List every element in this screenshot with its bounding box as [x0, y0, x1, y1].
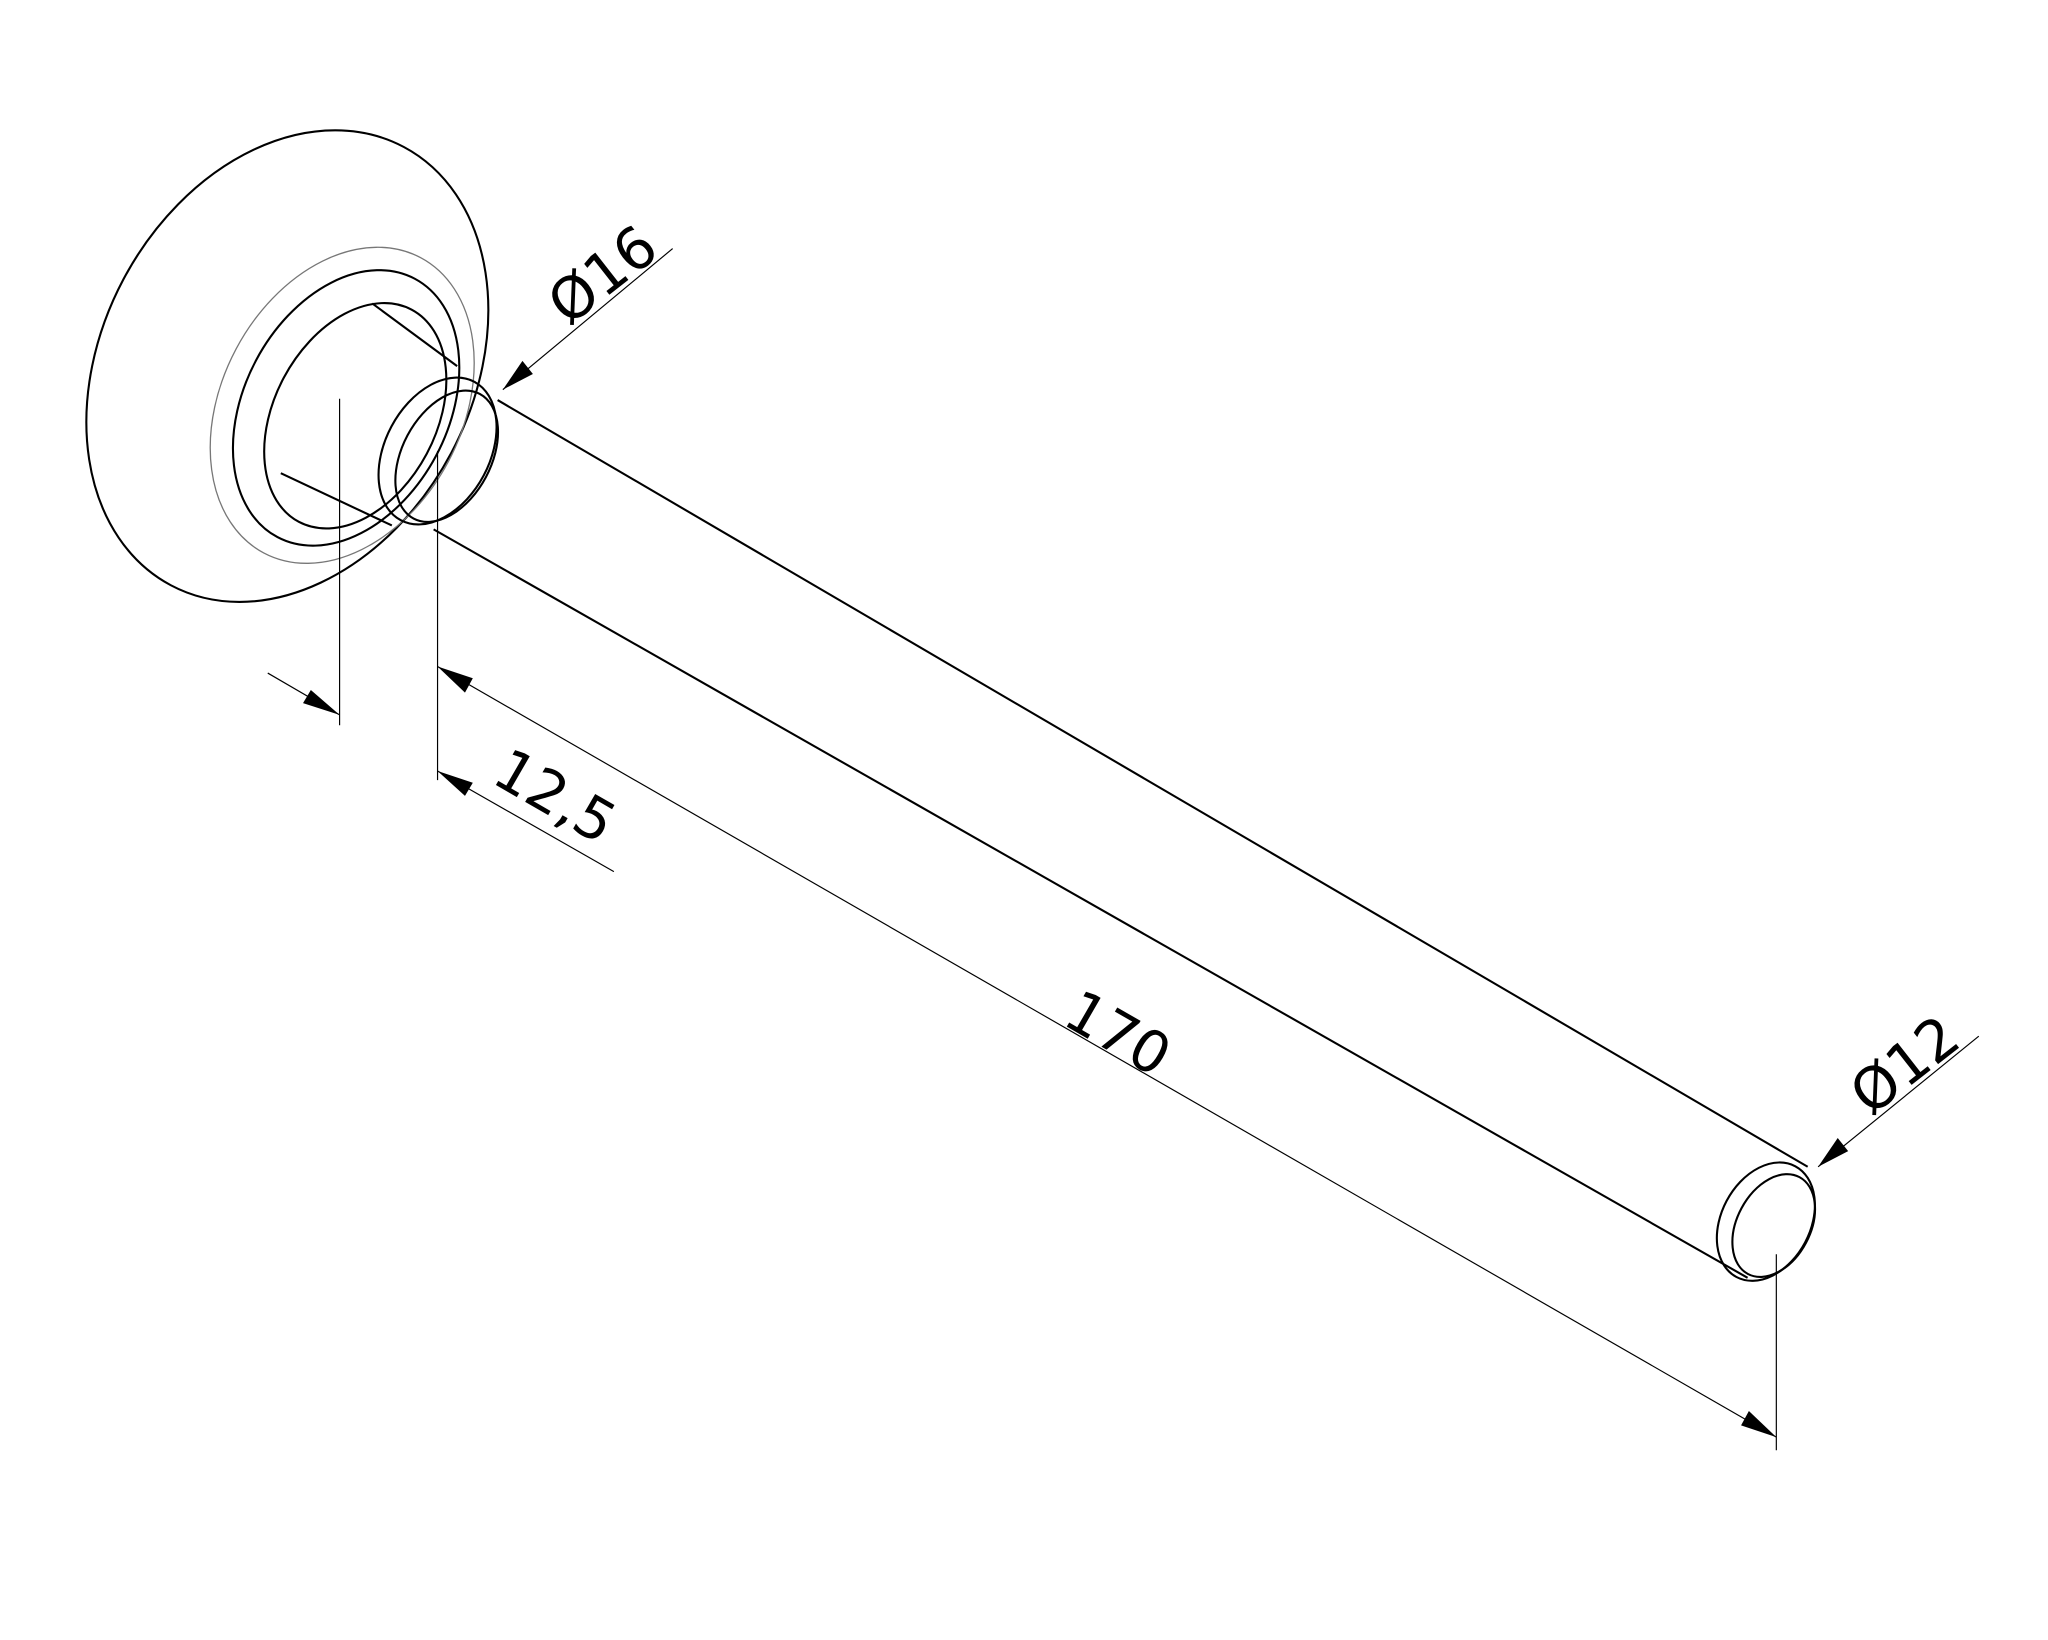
shaft-length-label: 170 [1054, 977, 1182, 1090]
collar-length-label: 12,5 [483, 736, 627, 858]
dimension-lines [267, 248, 1980, 1451]
shaft [280, 302, 1817, 1282]
roller-wheel [85, 129, 490, 603]
shaft-diameter-label: Ø12 [1838, 1003, 1973, 1129]
collar-diameter-label: Ø16 [536, 212, 671, 338]
